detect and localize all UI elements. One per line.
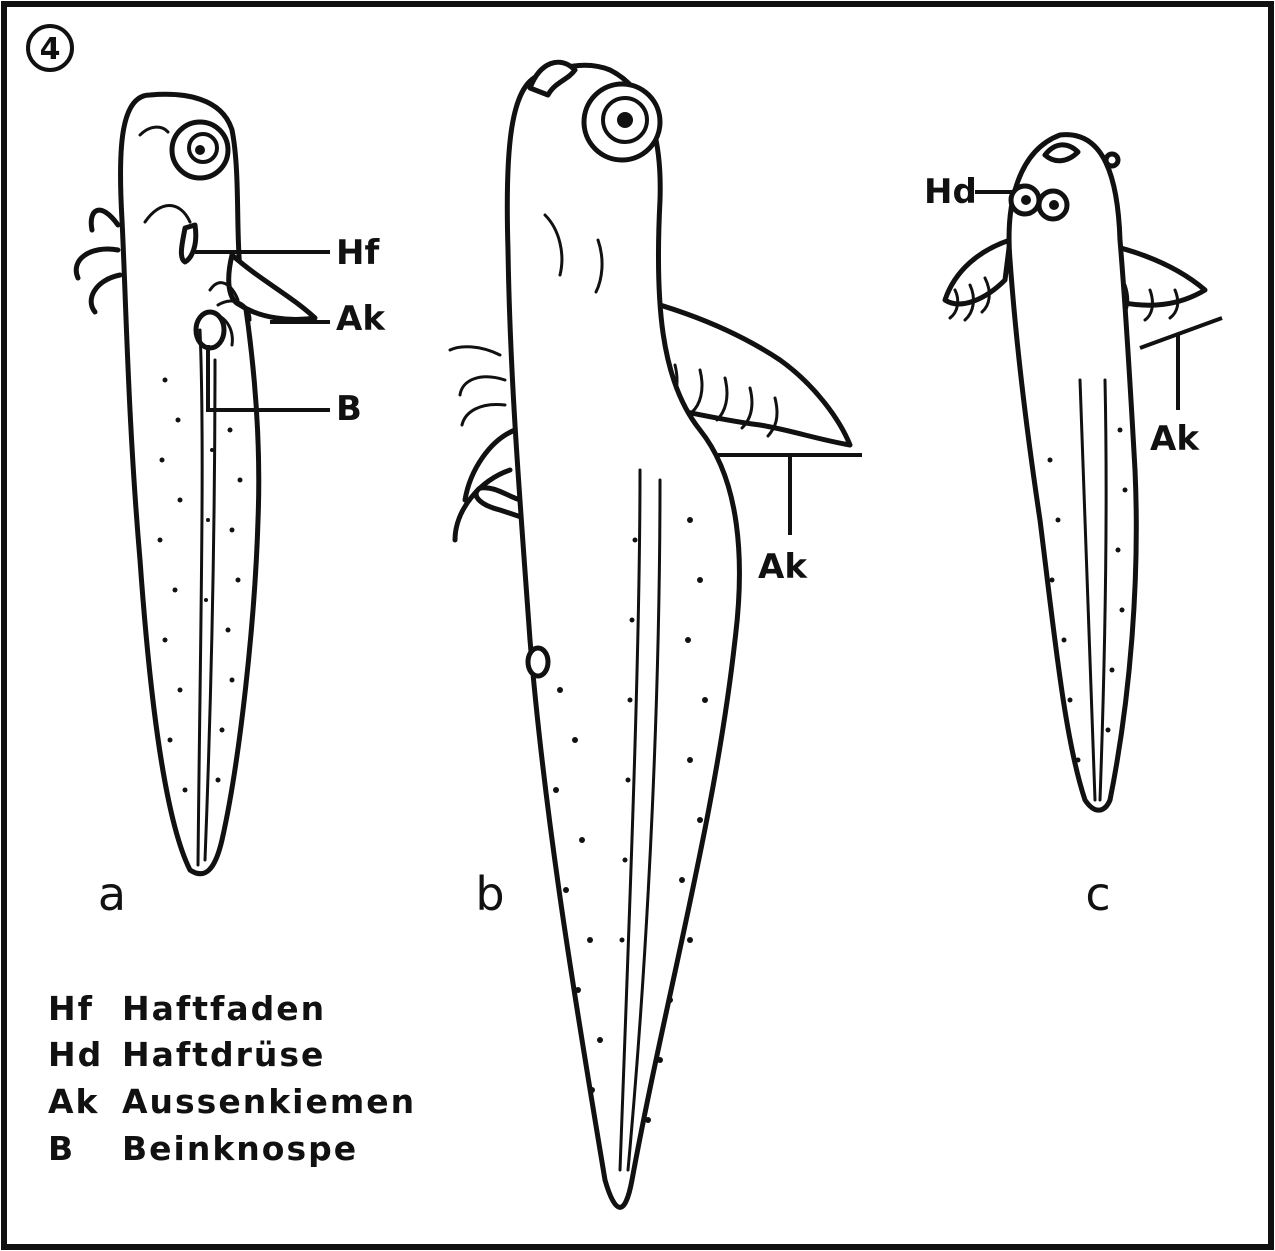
legend-abbr-b: B <box>48 1129 75 1168</box>
figure-number: 4 <box>40 32 61 67</box>
panel-label-c: c <box>1085 867 1110 921</box>
legend: Hf Haftfaden Hd Haftdrüse Ak Aussenkieme… <box>48 989 416 1168</box>
legend-abbr-ak: Ak <box>48 1082 100 1121</box>
legend-abbr-hf: Hf <box>48 989 94 1028</box>
legend-abbr-hd: Hd <box>48 1035 103 1074</box>
legend-term-b: Beinknospe <box>122 1129 358 1168</box>
panel-label-b: b <box>475 867 504 921</box>
label-hd: Hd <box>924 172 977 212</box>
legend-term-ak: Aussenkiemen <box>122 1082 416 1121</box>
label-hf: Hf <box>336 233 380 273</box>
label-ak-c: Ak <box>1150 419 1200 459</box>
larva-c <box>945 135 1222 811</box>
label-ak-b: Ak <box>758 547 808 587</box>
legend-term-hf: Haftfaden <box>122 989 326 1028</box>
panel-label-a: a <box>98 867 126 921</box>
larva-a <box>76 94 330 873</box>
label-ak-a: Ak <box>336 299 386 339</box>
label-b: B <box>336 389 362 429</box>
figure-number-badge: 4 <box>28 26 72 70</box>
legend-term-hd: Haftdrüse <box>122 1035 325 1074</box>
larva-b <box>450 62 862 1207</box>
